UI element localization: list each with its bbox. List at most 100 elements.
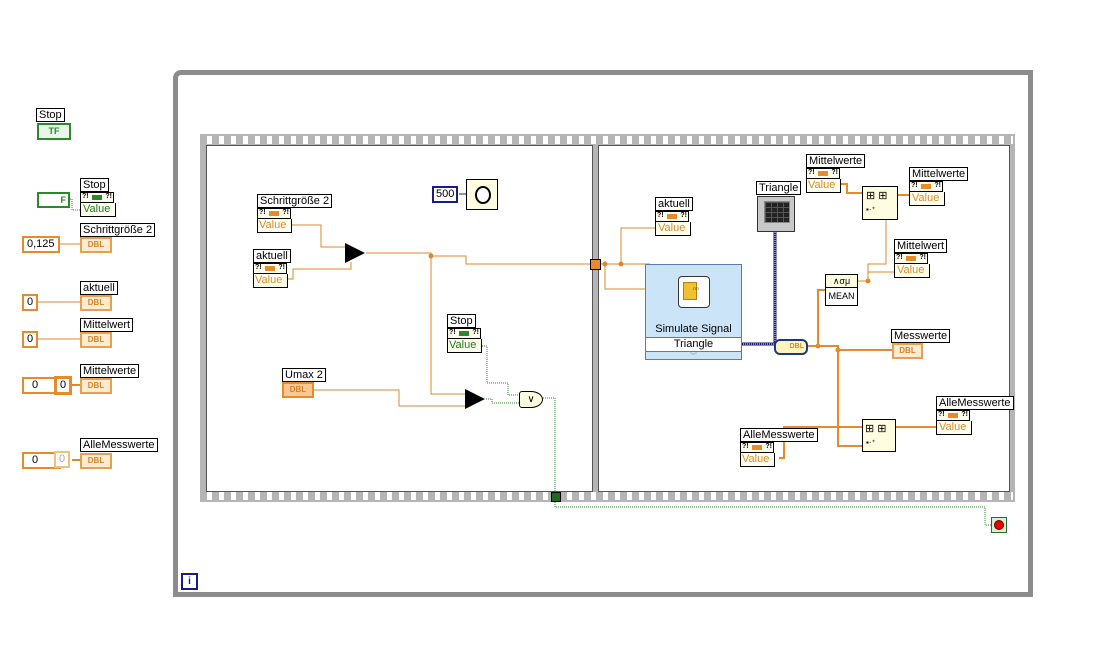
stop-control-terminal[interactable]: TF	[37, 123, 71, 140]
stop-prop-value[interactable]: Value	[80, 203, 116, 217]
aktuell-constant[interactable]: 0	[22, 294, 39, 311]
triangle-graph-label: Triangle	[756, 181, 802, 195]
property-error-marker: ?!	[742, 443, 749, 450]
sequence-film-bottom	[203, 492, 1013, 500]
stop-prop-header: ?!?!	[80, 192, 114, 203]
stop-condition-tunnel[interactable]	[551, 492, 561, 502]
allemesswerte-out-header: ?!?!	[936, 410, 970, 421]
f1-schritt-value[interactable]: Value	[257, 219, 292, 233]
while-loop[interactable]	[173, 70, 1033, 597]
property-error-marker: ?!	[657, 212, 664, 219]
mittelwerte-in-label: Mittelwerte	[806, 154, 866, 168]
f1-stop-value[interactable]: Value	[447, 339, 482, 353]
messwerte-indicator[interactable]: DBL	[892, 343, 923, 359]
simulate-signal-title: Simulate Signal	[655, 323, 732, 335]
mittelwerte-out-header: ?!?!	[909, 181, 943, 192]
property-error-marker: ?!	[278, 264, 285, 271]
property-error-marker: ?!	[105, 193, 112, 200]
f1-aktuell-label: aktuell	[253, 249, 291, 263]
mittelwerte-out-label: Mittelwerte	[909, 167, 969, 181]
mittelwerte-in-header: ?!?!	[806, 168, 840, 179]
triangle-graph-terminal[interactable]	[757, 196, 795, 232]
f2-aktuell-header: ?!?!	[655, 211, 689, 222]
simulate-signal-express-vi[interactable]: ⁿⁿ Simulate Signal Triangle ︾	[645, 264, 742, 360]
f1-schritt-label: Schrittgröße 2	[257, 194, 333, 208]
property-error-marker: ?!	[934, 182, 941, 189]
watch-icon	[475, 186, 491, 204]
info-icon[interactable]: i	[181, 573, 198, 590]
f1-schritt-header: ?!?!	[257, 208, 291, 219]
f1-stop-label: Stop	[447, 314, 476, 328]
aktuell-indicator[interactable]: DBL	[80, 295, 112, 311]
allemesswerte-out-label: AlleMesswerte	[936, 396, 1014, 410]
property-error-marker: ?!	[808, 169, 815, 176]
build-array-function[interactable]: ⊞ ⊞ ▪·⁺	[862, 186, 898, 220]
mean-symbol: ∧σμ	[826, 275, 857, 288]
mittelwerte-out-value[interactable]: Value	[909, 192, 945, 206]
or-function[interactable]: ∨	[519, 391, 543, 408]
property-error-marker: ?!	[259, 209, 266, 216]
add-symbol: +	[347, 245, 353, 256]
f1-stop-header: ?!?!	[447, 328, 481, 339]
property-error-marker: ?!	[282, 209, 289, 216]
allemesswerte-in-value[interactable]: Value	[740, 453, 775, 467]
property-error-marker: ?!	[82, 193, 89, 200]
property-error-marker: ?!	[765, 443, 772, 450]
property-error-marker: ?!	[911, 182, 918, 189]
allemesswerte-in-label: AlleMesswerte	[740, 428, 818, 442]
property-error-marker: ?!	[472, 329, 479, 336]
f2-aktuell-value[interactable]: Value	[655, 222, 691, 236]
array-icon: ⊞ ⊞	[866, 190, 888, 202]
allemesswerte-indicator[interactable]: DBL	[80, 453, 112, 469]
mean-function[interactable]: ∧σμ MEAN	[825, 274, 858, 306]
simulate-signal-mode[interactable]: Triangle	[646, 337, 741, 352]
mittelwerte-indicator[interactable]: DBL	[80, 378, 112, 394]
schrittgroesse-label: Schrittgröße 2	[80, 223, 156, 237]
mittelwerte-label: Mittelwerte	[80, 364, 140, 378]
property-error-marker: ?!	[680, 212, 687, 219]
build-array-function-2[interactable]: ⊞ ⊞ ▪·⁺	[862, 419, 896, 452]
mittelwerte-element[interactable]: 0	[54, 376, 73, 395]
mittelwert-out-header: ?!?!	[894, 253, 928, 264]
schrittgroesse-indicator[interactable]: DBL	[80, 237, 112, 253]
umax-label: Umax 2	[282, 368, 326, 382]
sequence-film-top	[203, 136, 1013, 144]
wait-ms-function[interactable]	[466, 179, 498, 210]
mean-label: MEAN	[828, 291, 855, 301]
allemesswerte-label: AlleMesswerte	[80, 438, 158, 452]
schrittgroesse-constant[interactable]: 0,125	[22, 236, 60, 253]
allemesswerte-in-header: ?!?!	[740, 442, 774, 453]
property-error-marker: ?!	[938, 411, 945, 418]
mittelwert-out-value[interactable]: Value	[894, 264, 930, 278]
stop-circle-icon[interactable]	[991, 517, 1007, 533]
umax-control-terminal[interactable]: DBL	[282, 382, 314, 398]
add-function[interactable]	[345, 243, 365, 263]
f1-aktuell-value[interactable]: Value	[253, 274, 288, 288]
property-error-marker: ?!	[961, 411, 968, 418]
mittelwert-indicator[interactable]: DBL	[80, 332, 112, 348]
mittelwerte-in-value[interactable]: Value	[806, 179, 841, 193]
wait-ms-constant[interactable]: 500	[432, 186, 459, 203]
simulate-signal-icon: ⁿⁿ	[678, 276, 710, 308]
mittelwert-constant[interactable]: 0	[22, 331, 39, 348]
mittelwert-label: Mittelwert	[80, 318, 134, 332]
allemesswerte-index[interactable]: 0	[22, 452, 61, 469]
property-error-marker: ?!	[255, 264, 262, 271]
allemesswerte-element[interactable]: 0	[54, 451, 71, 468]
allemesswerte-out-value[interactable]: Value	[936, 421, 972, 435]
graph-icon	[764, 201, 790, 223]
property-error-marker: ?!	[896, 254, 903, 261]
expand-chevron-icon[interactable]: ︾	[690, 353, 697, 360]
convert-dynamic-data[interactable]: DBL	[774, 339, 808, 355]
property-error-marker: ?!	[831, 169, 838, 176]
stop-control-label: Stop	[36, 108, 65, 122]
aktuell-label: aktuell	[80, 281, 118, 295]
property-error-marker: ?!	[449, 329, 456, 336]
stop-prop-label: Stop	[80, 178, 109, 192]
sequence-tunnel[interactable]	[590, 259, 601, 270]
f1-aktuell-header: ?!?!	[253, 263, 287, 274]
f2-aktuell-label: aktuell	[655, 197, 693, 211]
stop-false-constant[interactable]: F	[37, 192, 70, 208]
array-icon: ⊞ ⊞	[865, 423, 887, 435]
mittelwert-out-label: Mittelwert	[894, 239, 948, 253]
